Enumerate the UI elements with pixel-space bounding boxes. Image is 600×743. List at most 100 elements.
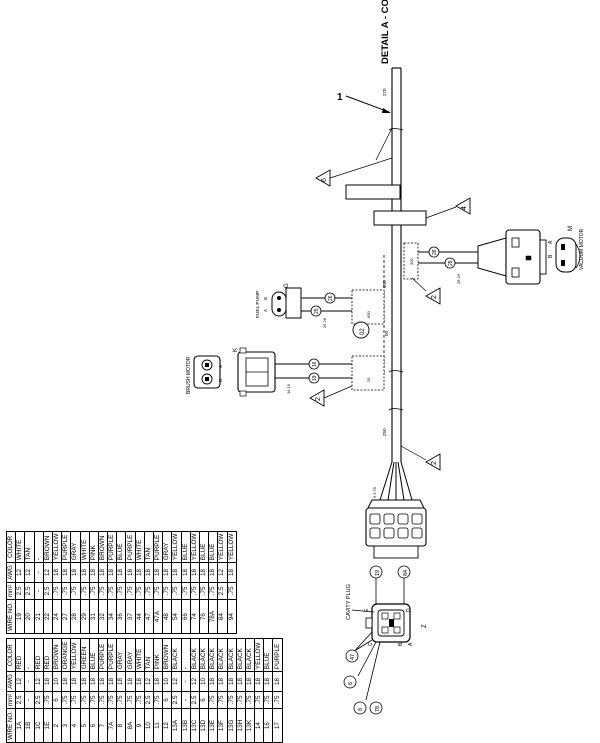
color-cell: BLUE (199, 531, 209, 563)
awg-cell: 10 (162, 671, 172, 692)
main-harness (391, 67, 402, 462)
awg-cell: 18 (80, 562, 90, 583)
mm2-cell: .75 (116, 582, 126, 600)
wire-no-cell: 21 (34, 599, 44, 634)
mm2-cell: .75 (144, 582, 154, 600)
color-cell: PURPLE (153, 531, 163, 563)
color-cell: YELLOW (254, 638, 264, 672)
col-mm2: mm² (6, 691, 16, 709)
plug-pin-d: D (406, 608, 412, 612)
wire-no-cell: 16 (263, 708, 273, 743)
ref2c-leader (400, 445, 427, 461)
mm2-cell: 2.5 (15, 691, 25, 709)
color-cell: BLACK (208, 638, 218, 672)
awg-cell: 12 (190, 671, 200, 692)
color-cell: WHITE (15, 531, 25, 563)
awg-cell: 18 (236, 671, 246, 692)
awg-cell: 18 (208, 671, 218, 692)
color-cell: BLUE (208, 531, 218, 563)
color-cell: TAN (144, 531, 154, 563)
fuel-name: FUEL PUMP (255, 291, 261, 318)
fuel-marker-lower-text: 25 (314, 308, 320, 314)
mm2-cell: .75 (263, 691, 273, 709)
plug-pin-e: E (364, 608, 370, 612)
mm2-cell: 2.5 (15, 582, 25, 600)
brush-letter: K (233, 348, 239, 352)
dim-vac-300: 300 (409, 258, 414, 265)
plug-letter: Z (422, 624, 428, 628)
awg-cell: 18 (263, 671, 273, 692)
awg-cell: 18 (61, 671, 71, 692)
awg-cell: 18 (190, 562, 200, 583)
mm2-cell: .75 (162, 582, 172, 600)
mm2-cell: .75 (70, 691, 80, 709)
vac-marker-lower-text: 29 (448, 260, 454, 266)
color-cell: BLACK (217, 638, 227, 672)
wire-no-cell: 36 (116, 599, 126, 634)
color-cell: GRAY (125, 638, 136, 672)
mm2-cell: 2.5 (217, 582, 227, 600)
awg-cell: 18 (89, 671, 99, 692)
plug-pin-c: C (368, 642, 374, 646)
brush-branch (275, 355, 385, 391)
fuel-pump-connector (271, 287, 302, 319)
wire-no-cell: 8 (116, 708, 126, 743)
mm2-cell: .75 (153, 582, 163, 600)
awg-cell: 12 (43, 562, 53, 583)
color-cell: WHITE (135, 531, 145, 563)
awg-cell: 18 (70, 671, 80, 692)
wire-no-cell: 94 (227, 599, 237, 634)
dim-brush-label: 16 19 (286, 383, 291, 394)
mm2-cell: .75 (43, 691, 53, 709)
color-cell: YELLOW (171, 531, 182, 563)
awg-cell: 18 (43, 671, 53, 692)
color-cell: WHITE (80, 531, 90, 563)
color-cell: RED (34, 638, 44, 672)
mm2-cell: .75 (153, 691, 163, 709)
ref2b-text: 2 (315, 397, 322, 401)
color-cell: YELLOW (70, 638, 80, 672)
awg-cell: 10 (199, 671, 209, 692)
color-cell: BLUE (263, 638, 273, 672)
mm2-cell: .75 (254, 691, 264, 709)
wire-no-cell: 54 (171, 599, 182, 634)
brush-marker-lower (308, 372, 320, 384)
awg-cell: 18 (245, 671, 255, 692)
wire-no-cell: 66 (181, 599, 191, 634)
wire-no-cell: 13H (236, 708, 246, 743)
tick-leader (375, 127, 393, 161)
ref4-triangle (455, 197, 471, 215)
color-cell: YELLOW (227, 531, 237, 563)
color-cell: BROWN (43, 531, 53, 563)
color-cell: ORANGE (61, 638, 71, 672)
ref2b-leader (323, 385, 353, 399)
color-cell: RED (15, 638, 25, 672)
mm2-cell: .75 (125, 582, 136, 600)
mm2-cell: 6 (52, 691, 62, 709)
wire-no-cell: 1C (34, 708, 44, 743)
clamp-upper (345, 184, 401, 200)
awg-cell: 18 (107, 671, 117, 692)
plug-marker-8: 8 (358, 708, 364, 711)
mm2-cell: 6 (162, 691, 172, 709)
color-cell: YELLOW (52, 531, 62, 563)
awg-cell: 18 (125, 562, 136, 583)
wire-no-cell: 47A (153, 599, 163, 634)
wire-no-cell: 13C (190, 708, 200, 743)
wire-no-cell: 76 (199, 599, 209, 634)
